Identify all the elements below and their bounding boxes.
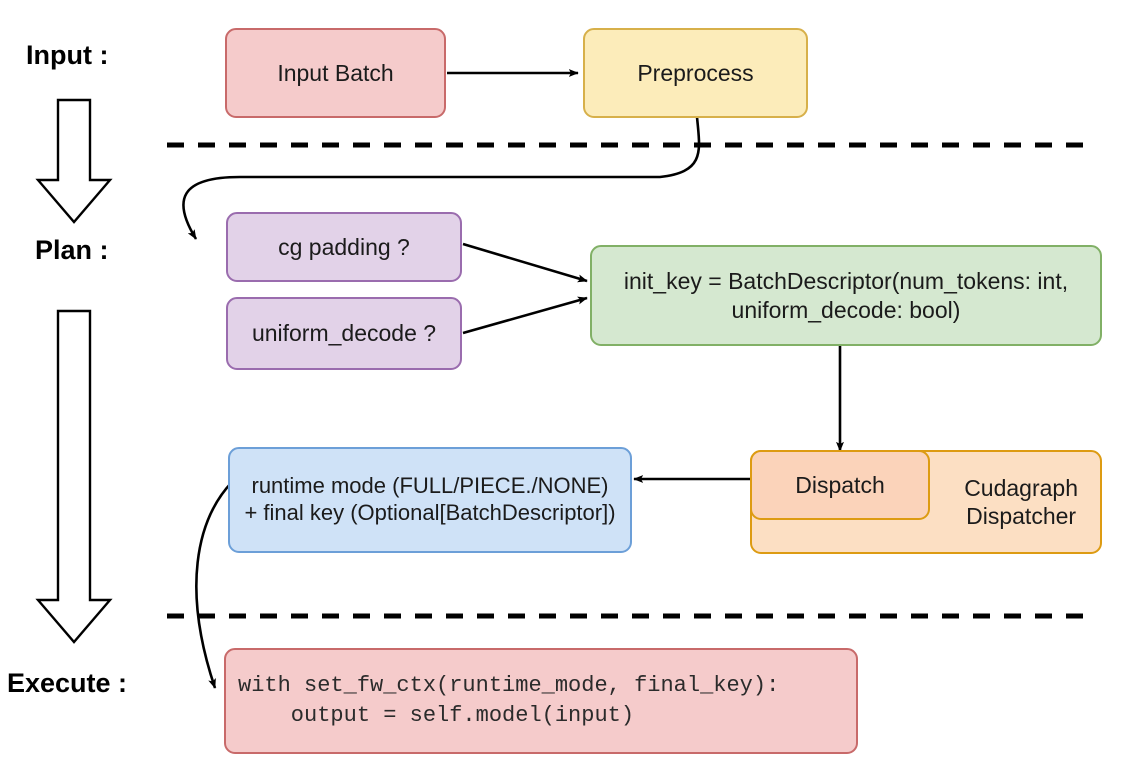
node-input-batch[interactable]: Input Batch xyxy=(225,28,446,118)
node-cg-padding[interactable]: cg padding ? xyxy=(226,212,462,282)
node-execute-code[interactable]: with set_fw_ctx(runtime_mode, final_key)… xyxy=(224,648,858,754)
node-dispatch-label: Dispatch xyxy=(795,471,885,498)
block-arrow-plan-to-execute xyxy=(35,309,113,644)
node-dispatch[interactable]: Dispatch xyxy=(750,450,930,520)
node-input-batch-label: Input Batch xyxy=(277,59,394,86)
node-uniform-decode-label: uniform_decode ? xyxy=(251,320,437,347)
node-cg-padding-label: cg padding ? xyxy=(278,233,410,260)
stage-label-plan: Plan : xyxy=(35,235,109,265)
node-init-key-label: init_key = BatchDescriptor(num_tokens: i… xyxy=(623,268,1069,323)
arrow-uniform-decode-to-init-key xyxy=(462,296,588,335)
node-preprocess[interactable]: Preprocess xyxy=(583,28,808,118)
stage-label-input: Input : xyxy=(26,40,109,70)
node-execute-code-label: with set_fw_ctx(runtime_mode, final_key)… xyxy=(238,673,780,728)
stage-label-execute: Execute : xyxy=(7,668,128,698)
node-preprocess-label: Preprocess xyxy=(637,59,754,86)
node-cudagraph-dispatcher-label: Cudagraph Dispatcher xyxy=(964,474,1078,529)
node-runtime-mode[interactable]: runtime mode (FULL/PIECE./NONE) + final … xyxy=(228,447,632,553)
node-uniform-decode[interactable]: uniform_decode ? xyxy=(226,297,462,370)
block-arrow-input-to-plan xyxy=(35,98,113,224)
node-init-key[interactable]: init_key = BatchDescriptor(num_tokens: i… xyxy=(590,245,1102,346)
arrow-cg-padding-to-init-key xyxy=(462,242,588,283)
node-runtime-mode-label: runtime mode (FULL/PIECE./NONE) + final … xyxy=(244,473,616,525)
